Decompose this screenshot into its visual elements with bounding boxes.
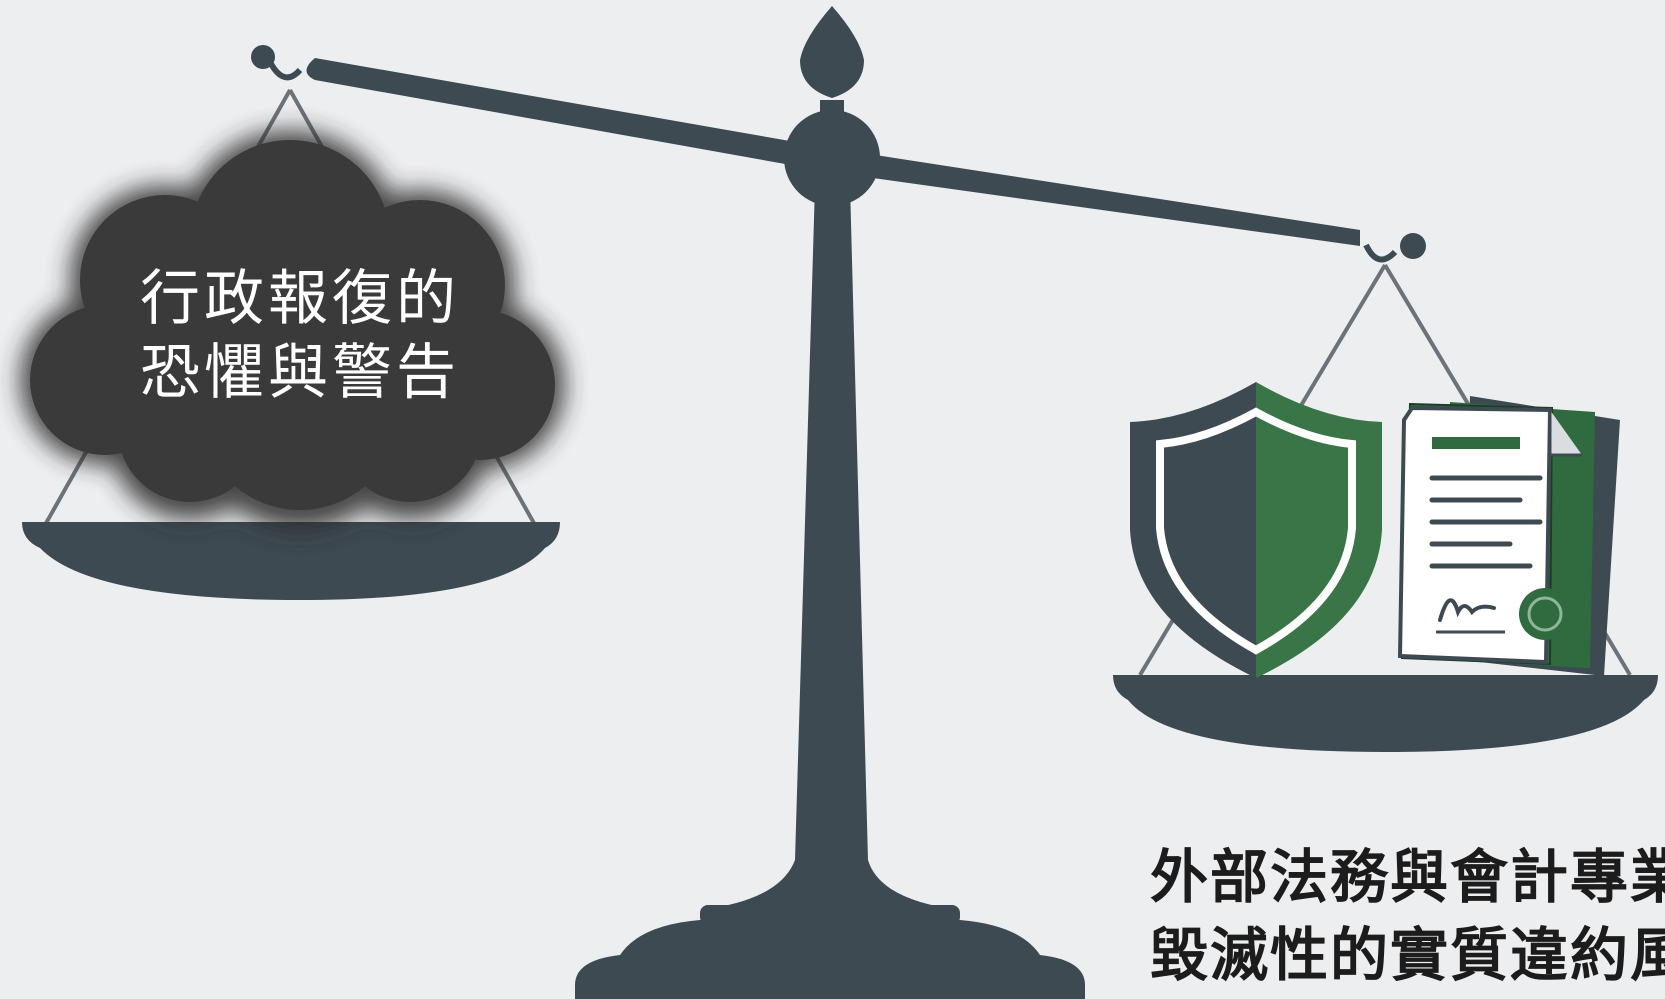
pivot-knob [784, 110, 880, 206]
cloud-label-line1: 行政報復的 [140, 264, 460, 334]
cloud-label: 行政報復的 恐懼與警告 [120, 262, 480, 410]
cloud-label-line2: 恐懼與警告 [140, 338, 460, 408]
right-pan [1113, 675, 1658, 752]
finial [800, 6, 864, 98]
right-caption: 外部法務與會計專業 毀滅性的實質違約風 [1150, 838, 1665, 994]
scale-pillar [700, 185, 960, 910]
seal-icon [1519, 588, 1571, 640]
scale-base [575, 905, 1085, 999]
signature-icon [1438, 598, 1496, 622]
right-hook-ball [1400, 233, 1426, 259]
left-pan [22, 522, 560, 600]
right-caption-line2: 毀滅性的實質違約風 [1150, 921, 1665, 989]
right-caption-line1: 外部法務與會計專業 [1150, 843, 1665, 911]
document-icon [1397, 396, 1620, 676]
shield-icon [1130, 382, 1382, 678]
storm-cloud-icon [20, 130, 565, 530]
